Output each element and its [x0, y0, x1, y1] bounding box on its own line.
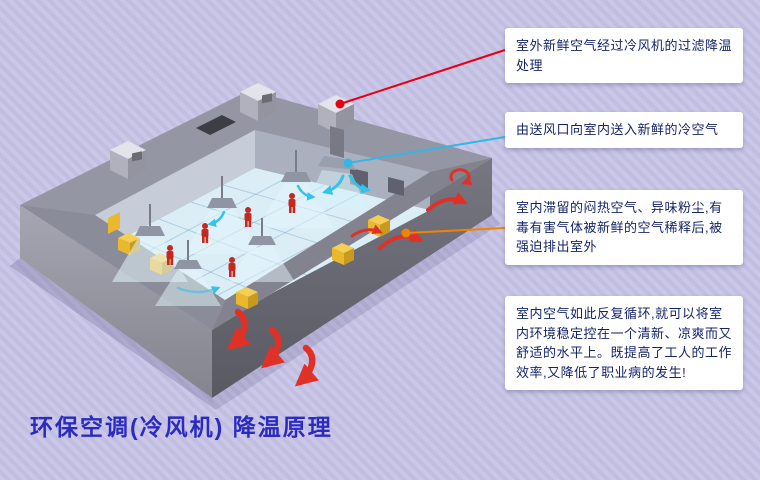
- leader-dot-1: [335, 99, 345, 109]
- inner-back-left-wall: [95, 130, 255, 253]
- supply-arrow: [296, 184, 316, 201]
- air-cone: [112, 238, 188, 282]
- supply-duct: [330, 126, 344, 158]
- ceiling-diffusers: [112, 150, 334, 306]
- exhaust-arrow: [426, 191, 468, 212]
- air-cone: [155, 271, 221, 306]
- leader-line-1: [339, 49, 506, 105]
- machine: [236, 287, 258, 309]
- leader-dot-2: [343, 158, 353, 168]
- callout-supply-vent: 由送风口向室内送入新鲜的冷空气: [505, 112, 743, 148]
- air-cone: [229, 247, 295, 282]
- callout-exhaust-dilution: 室内滞留的闷热空气、异味粉尘,有毒有害气体被新鲜的空气稀释后,被强迫排出室外: [505, 190, 743, 265]
- leader-line-3: [405, 227, 506, 234]
- exhaust-arrow: [378, 229, 424, 250]
- worker-figure: [288, 193, 296, 213]
- callout-text: 由送风口向室内送入新鲜的冷空气: [516, 122, 719, 137]
- callout-text: 室内空气如此反复循环,就可以将室内环境稳定控在一个清新、凉爽而又舒适的水平上。既…: [516, 306, 733, 380]
- machine: [108, 212, 120, 234]
- page-title: 环保空调(冷风机) 降温原理: [30, 414, 333, 440]
- leader-lines: [335, 49, 506, 238]
- callout-fresh-air-filtering: 室外新鲜空气经过冷风机的过滤降温处理: [505, 28, 743, 83]
- workers: [166, 193, 296, 277]
- roof-intake-grill: [196, 115, 236, 135]
- supply-arrow: [176, 286, 221, 295]
- callout-text: 室外新鲜空气经过冷风机的过滤降温处理: [516, 38, 733, 73]
- exhaust-arrow: [260, 326, 285, 369]
- worker-figure: [244, 207, 252, 227]
- ceiling-diffuser: [155, 240, 221, 306]
- inner-back-right-wall: [255, 130, 430, 210]
- supply-arrow: [322, 174, 345, 195]
- rooftop-unit: [110, 141, 146, 179]
- fresh-air-arrows: [176, 174, 372, 295]
- leader-dot-3: [401, 228, 411, 238]
- worker-figure: [166, 245, 174, 265]
- ceiling-diffuser: [229, 218, 295, 282]
- supply-arrow: [207, 210, 226, 227]
- leader-line-2: [347, 136, 506, 164]
- callout-text: 室内滞留的闷热空气、异味粉尘,有毒有害气体被新鲜的空气稀释后,被强迫排出室外: [516, 200, 723, 254]
- building-left-wall: [20, 205, 212, 398]
- exhaust-arrow: [449, 168, 473, 186]
- exhaust-arrow: [350, 224, 383, 238]
- callout-circulation-benefits: 室内空气如此反复循环,就可以将室内环境稳定控在一个清新、凉爽而又舒适的水平上。既…: [505, 296, 743, 390]
- worker-figure: [228, 257, 236, 277]
- exhaust-arrow: [226, 308, 251, 351]
- ceiling-diffuser: [112, 204, 188, 282]
- exhaust-arrow: [294, 344, 319, 387]
- air-cone: [258, 184, 334, 228]
- worker-figure: [201, 223, 209, 243]
- rooftop-unit: [240, 83, 276, 121]
- building-right-wall: [212, 158, 492, 398]
- exhaust-arrows: [226, 168, 473, 387]
- supply-arrow: [348, 174, 372, 194]
- ceiling-diffuser: [258, 150, 334, 228]
- machine: [332, 243, 354, 265]
- front-right-rim: [212, 158, 492, 330]
